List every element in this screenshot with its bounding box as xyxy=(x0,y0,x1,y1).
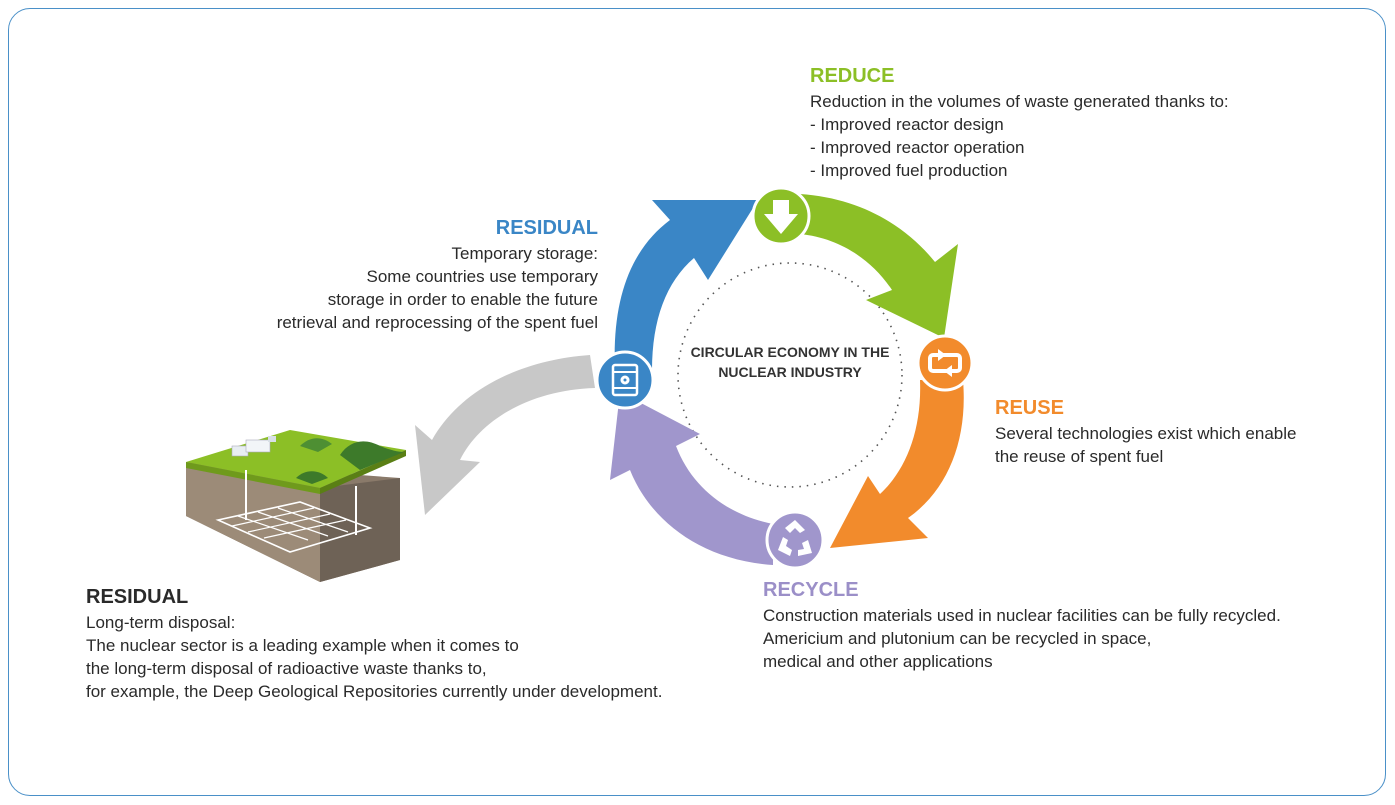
reuse-text-line: the reuse of spent fuel xyxy=(995,447,1164,466)
reduce-title: REDUCE xyxy=(810,65,895,87)
residual-temp-arrow xyxy=(614,200,758,370)
residual-temporary-text-line: Some countries use temporary xyxy=(366,267,599,286)
residual-long-term-text-line: for example, the Deep Geological Reposit… xyxy=(86,682,663,701)
center-label-line: CIRCULAR ECONOMY xyxy=(690,344,840,360)
recycle-block: RECYCLE Construction materials used in n… xyxy=(763,578,1281,673)
down-arrow-icon xyxy=(751,186,811,246)
recycle-text-line: Americium and plutonium can be recycled … xyxy=(763,629,1152,648)
loop-arrows-icon xyxy=(916,334,974,392)
reuse-text-line: Several technologies exist which enable xyxy=(995,424,1297,443)
residual-long-term-text-line: Long-term disposal: xyxy=(86,613,236,632)
recycle-text-line: Construction materials used in nuclear f… xyxy=(763,606,1281,625)
residual-long-term-text-line: the long-term disposal of radioactive wa… xyxy=(86,659,487,678)
reduce-text-line: - Improved reactor operation xyxy=(810,138,1025,157)
reduce-text-line: Reduction in the volumes of waste genera… xyxy=(810,92,1229,111)
reduce-arrow xyxy=(800,194,958,338)
residual-long-term-text-line: The nuclear sector is a leading example … xyxy=(86,636,519,655)
reuse-block: REUSE Several technologies exist which e… xyxy=(995,396,1296,468)
recycle-title: RECYCLE xyxy=(763,579,859,601)
center-label-line: NUCLEAR INDUSTRY xyxy=(718,364,862,380)
residual-temporary-block: RESIDUAL Temporary storage: Some countri… xyxy=(277,216,598,334)
reuse-title: REUSE xyxy=(995,397,1064,419)
residual-long-term-block: RESIDUAL Long-term disposal: The nuclear… xyxy=(86,585,662,703)
diagram-frame xyxy=(8,8,1386,796)
residual-temporary-text-line: retrieval and reprocessing of the spent … xyxy=(276,313,598,332)
center-label-line: IN THE xyxy=(843,344,890,360)
recycle-icon xyxy=(765,510,825,570)
center-dotted-circle xyxy=(677,262,903,488)
reduce-text-line: - Improved reactor design xyxy=(810,115,1004,134)
recycle-arrow xyxy=(610,392,773,565)
reduce-text-line: - Improved fuel production xyxy=(810,161,1008,180)
recycle-text-line: medical and other applications xyxy=(763,652,993,671)
residual-temporary-text-line: Temporary storage: xyxy=(451,244,598,263)
disposal-arrow xyxy=(415,355,595,515)
center-label: CIRCULAR ECONOMY IN THE NUCLEAR INDUSTRY xyxy=(690,342,890,382)
geological-repository-illustration xyxy=(186,430,406,582)
radioactive-barrel-icon xyxy=(595,350,655,410)
reduce-block: REDUCE Reduction in the volumes of waste… xyxy=(810,64,1229,182)
reuse-arrow xyxy=(830,380,964,548)
residual-temporary-title: RESIDUAL xyxy=(495,217,598,239)
residual-temporary-text-line: storage in order to enable the future xyxy=(327,290,598,309)
residual-long-term-title: RESIDUAL xyxy=(86,586,189,608)
